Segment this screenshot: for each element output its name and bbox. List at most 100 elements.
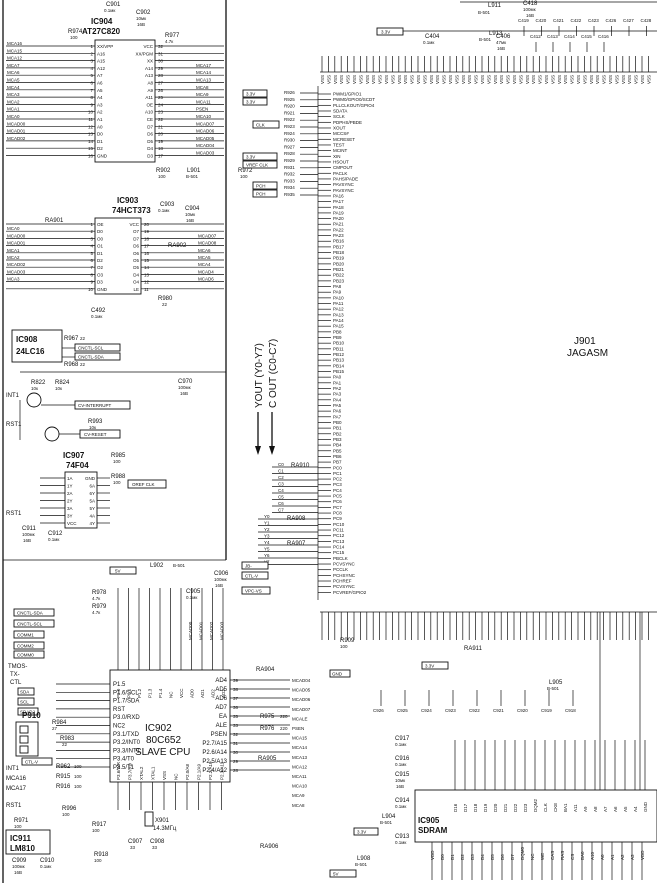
j901-part: JAGASM <box>567 348 608 359</box>
tag-sda <box>17 687 35 696</box>
tag-ic908-scl <box>74 343 121 352</box>
j901-pin-label: PCCLK <box>333 567 348 572</box>
j901-vss-pin: VSS <box>506 75 511 84</box>
tag-v5-1-text: 5V <box>115 569 121 574</box>
c902-val: 10мк <box>136 16 146 21</box>
ic902-net-label: MCAD07 <box>292 707 311 712</box>
ic905-pin-label: D19 <box>483 803 488 812</box>
j901-pin-label: PCHSYNC <box>333 573 356 578</box>
c917-ref: C917 <box>395 736 410 742</box>
j901-pin-label: PA2 <box>333 386 342 391</box>
tag-bot-33-text: 3.3V <box>357 830 366 835</box>
j901-pin-label: PACLK <box>333 171 347 176</box>
c917-val: 0.1мк <box>395 742 406 747</box>
ic905-pin-label: A3 <box>630 854 635 860</box>
ic907-part: 74F04 <box>66 461 89 470</box>
ic907-pin-label: 2Y <box>67 499 73 504</box>
ic902-pin-label: P1.1 <box>127 688 132 698</box>
ic902-pin-label: AD3 <box>221 689 226 698</box>
ic904-pin-num: 20 <box>158 132 164 137</box>
j901-pin-label: PC5 <box>333 494 342 499</box>
j901-vss-pin: VSS <box>486 75 491 84</box>
ic905-pin-label: BA0 <box>580 851 585 860</box>
ic904-pin-num: 16 <box>88 154 94 159</box>
j901-pin-label: PA15 <box>333 324 344 329</box>
c906-volt: 16В <box>215 583 223 588</box>
l904-ref: L904 <box>382 814 396 820</box>
ic902-pin-num: 28 <box>233 768 239 773</box>
ic902-body <box>109 669 231 783</box>
j901-pin-label: PCVSYNC <box>333 562 356 567</box>
ic902-net-label: MCALE <box>292 716 308 721</box>
ic904-pin-label: A13 <box>145 73 154 78</box>
ic904-pin-num: 11 <box>88 117 93 122</box>
j901-resistor-label: R926 <box>284 90 295 95</box>
ic907-ref: IC907 <box>63 451 85 460</box>
ic907-pin-label: GND <box>85 476 96 481</box>
c911-volt: 16В <box>23 538 31 543</box>
ic903-pin-num: 2 <box>90 229 93 234</box>
yout-net-label: Y6 <box>264 553 270 558</box>
j901-pin-label: PWM0/GPIO0/SCDT <box>333 97 375 102</box>
ic903-pin-num: 6 <box>90 258 93 263</box>
j901-pin-label: PB8 <box>333 329 342 334</box>
ic907-pin-label: 6Y <box>89 491 95 496</box>
r909-val: 100 <box>340 644 348 649</box>
c418-volt: 16В <box>526 13 534 18</box>
ic907-pin-label: 4Y <box>89 521 95 526</box>
ic904-pin-num: 13 <box>88 132 94 137</box>
j901-vss-pin: VSS <box>499 75 504 84</box>
ra908-ref: RA908 <box>287 516 306 522</box>
ic904-net-label: MCAD00 <box>7 121 26 126</box>
r996-val: 100 <box>62 812 70 817</box>
mca16-left: MCA16 <box>6 776 27 782</box>
l908-ref: L908 <box>357 856 371 862</box>
cap-label: C922 <box>469 708 480 713</box>
ic902-right-nets: MCAD04MCAD05MCAD06MCAD07MCALEPSENMCA15MC… <box>292 678 311 808</box>
tag-ctl-sda-text: CNCTL-SDA <box>17 611 43 616</box>
ic902-pin-label: P2.6/A14 <box>202 750 227 756</box>
r985-val: 100 <box>113 459 121 464</box>
yc-net-labels: C0C1C2C3C4C5C6C7Y0Y1Y2Y3Y4Y5Y6Y7 <box>258 462 318 565</box>
ic903-net-label: MCAD07 <box>198 233 217 238</box>
tag-vdd <box>21 757 53 766</box>
ic905-pin-label: D3 <box>470 854 475 860</box>
ic905-pin-label: A8 <box>593 806 598 812</box>
c912-val: 0.1мк <box>48 537 59 542</box>
tag-33v-e <box>421 661 449 670</box>
ic903-pin-num: 12 <box>144 280 150 285</box>
ic902-pin-label: PSEN <box>211 732 227 738</box>
ic904-pin-label: D6 <box>147 132 153 137</box>
r984-ref: R984 <box>52 720 67 726</box>
j901-pin-label: PA9 <box>333 290 342 295</box>
cap-label: C413 <box>547 34 558 39</box>
j901-pin-label: PC1 <box>333 471 342 476</box>
j901-pin-label: PDPHS/PBDE <box>333 120 362 125</box>
ic904-pin-label: A7 <box>97 73 103 78</box>
ic904-pin-label: D4 <box>147 146 153 151</box>
j901-pin-label: MCINT <box>333 148 347 153</box>
ic908-body <box>11 329 63 363</box>
tag-vpc-vs-text: VPC-VS <box>245 589 262 594</box>
r971-ref: R971 <box>14 818 29 824</box>
tag-v5-1 <box>109 566 137 575</box>
tag-oref-clk <box>127 479 167 489</box>
r993-ref: R993 <box>88 419 103 425</box>
ic908-part: 24LC16 <box>16 347 45 356</box>
j901-vss-pin: VSS <box>640 75 645 84</box>
ic904-net-label: MCAD02 <box>7 136 26 141</box>
j901-pin-label: PA8 <box>333 284 342 289</box>
c406-val: 47мк <box>496 40 506 45</box>
j901-pin-label: PC4 <box>333 488 342 493</box>
tag-33v-e-text: 3.3V <box>425 664 434 669</box>
ic904-net-label: MCA14 <box>196 70 212 75</box>
j901-pin-label: PB21 <box>333 267 345 272</box>
r984-val: 27 <box>52 726 58 731</box>
r918-val: 100 <box>94 858 102 863</box>
cout-arrowhead <box>269 446 275 455</box>
